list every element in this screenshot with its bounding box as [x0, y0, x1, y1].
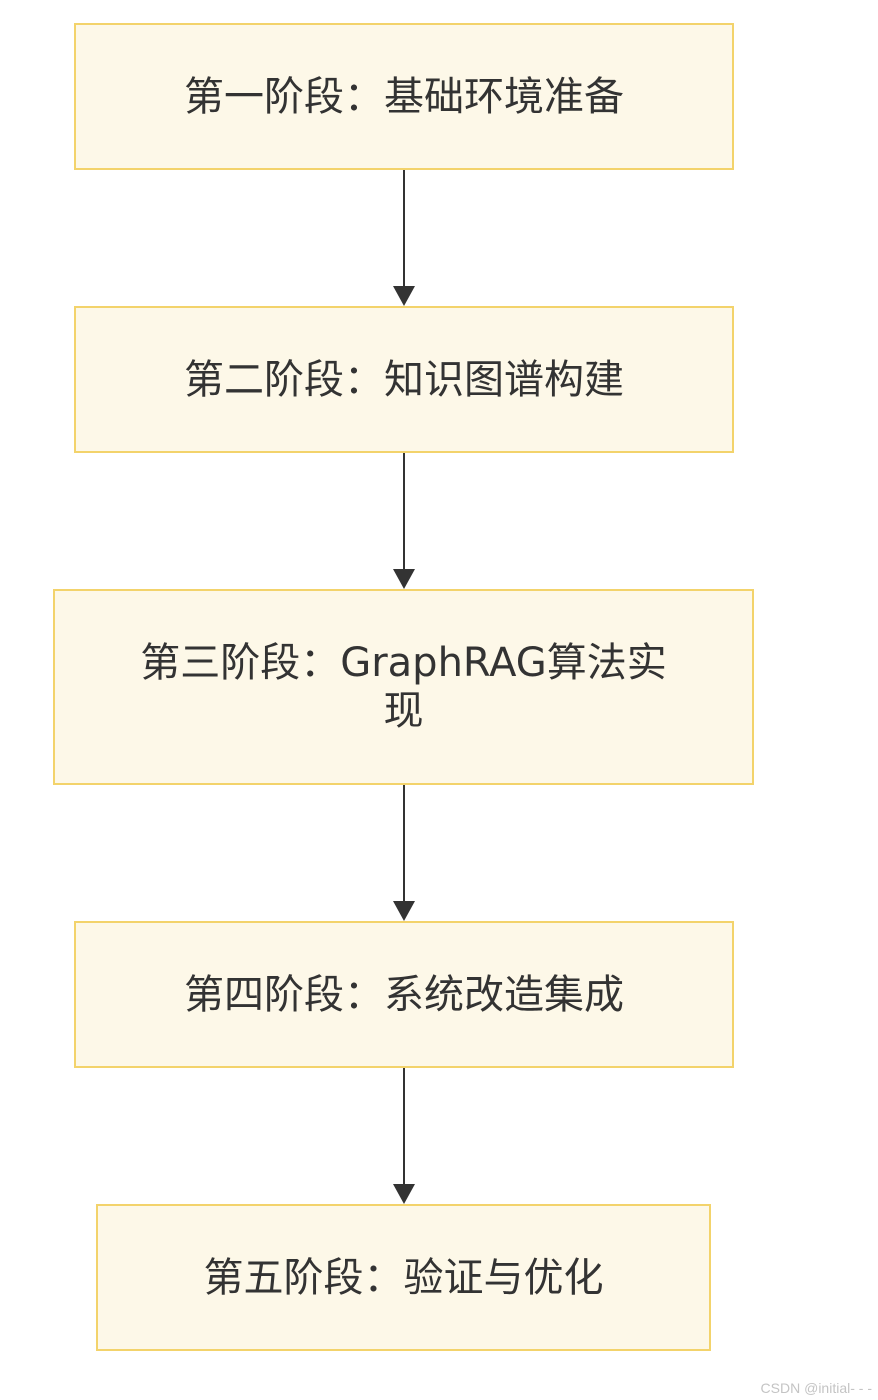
edge-n4-n5 — [393, 1068, 415, 1204]
node-stage-1-label: 第一阶段：基础环境准备 — [184, 73, 624, 120]
node-stage-2: 第二阶段：知识图谱构建 — [74, 306, 734, 453]
watermark: CSDN @initial- - - — [760, 1380, 872, 1396]
node-stage-5: 第五阶段：验证与优化 — [96, 1204, 711, 1351]
node-stage-3: 第三阶段：GraphRAG算法实现 — [53, 589, 754, 785]
node-stage-4: 第四阶段：系统改造集成 — [74, 921, 734, 1068]
node-stage-3-label: 第三阶段：GraphRAG算法实现 — [140, 640, 667, 734]
edge-n1-n2 — [393, 170, 415, 306]
node-stage-5-label: 第五阶段：验证与优化 — [203, 1254, 604, 1301]
node-stage-2-label: 第二阶段：知识图谱构建 — [184, 356, 624, 403]
node-stage-1: 第一阶段：基础环境准备 — [74, 23, 734, 170]
node-stage-4-label: 第四阶段：系统改造集成 — [184, 971, 624, 1018]
edge-n3-n4 — [393, 785, 415, 921]
edge-n2-n3 — [393, 453, 415, 589]
